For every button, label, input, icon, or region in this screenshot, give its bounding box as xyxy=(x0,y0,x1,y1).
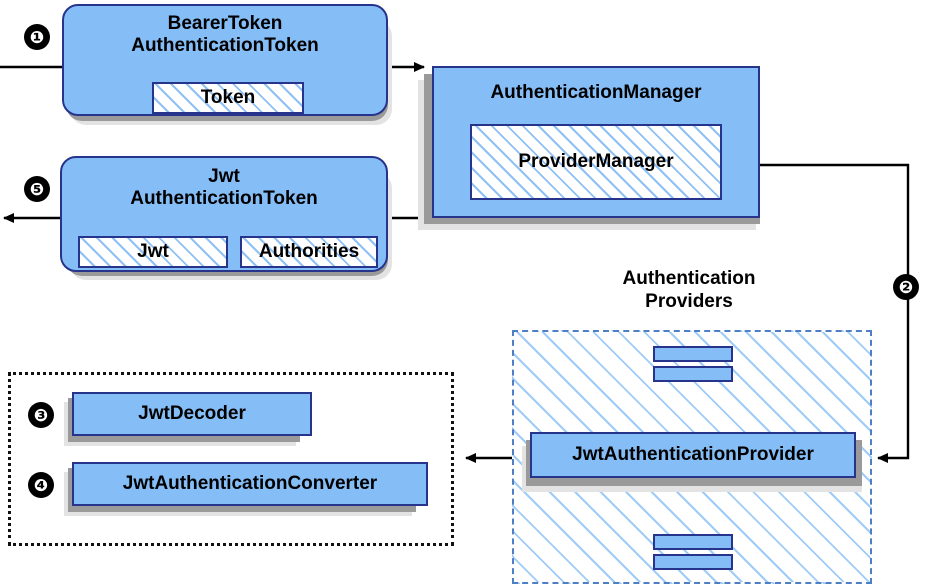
jwt-token-title: Jwt AuthenticationToken xyxy=(130,166,318,209)
auth-manager-title: AuthenticationManager xyxy=(490,82,702,103)
jwt-token-inner-authorities-label: Authorities xyxy=(258,241,360,262)
bearer-token-inner-token-label: Token xyxy=(200,87,256,108)
jwt-decoder-title: JwtDecoder xyxy=(138,403,246,425)
step-badge-2: ❷ xyxy=(893,274,919,300)
container-jwt-support xyxy=(8,372,454,546)
step-badge-3: ❸ xyxy=(28,402,54,428)
jwt-token-inner-jwt-label: Jwt xyxy=(137,241,169,262)
jwt-provider-title: JwtAuthenticationProvider xyxy=(572,444,814,466)
auth-manager-inner-provider-manager-box[interactable]: ProviderManager xyxy=(470,124,722,200)
step-badge-4-label: ❹ xyxy=(33,475,49,495)
step-badge-4: ❹ xyxy=(28,472,54,498)
jwt-converter-title: JwtAuthenticationConverter xyxy=(122,473,378,495)
auth-manager-inner-provider-manager-label: ProviderManager xyxy=(518,151,674,172)
provider-bar-top-1 xyxy=(653,346,733,362)
node-authentication-manager[interactable]: AuthenticationManager ProviderManager xyxy=(432,66,760,218)
step-badge-3-label: ❸ xyxy=(33,405,49,425)
step-badge-1: ❶ xyxy=(24,24,50,50)
provider-bar-bottom-1 xyxy=(653,534,733,550)
node-jwt-authentication-token[interactable]: Jwt AuthenticationToken Jwt Authorities xyxy=(60,156,388,272)
node-bearer-token-authentication-token[interactable]: BearerToken AuthenticationToken Token xyxy=(62,4,388,116)
jwt-token-inner-jwt-box[interactable]: Jwt xyxy=(78,236,228,268)
provider-bar-bottom-2 xyxy=(653,554,733,570)
step-badge-1-label: ❶ xyxy=(29,27,45,47)
step-badge-2-label: ❷ xyxy=(898,277,914,297)
node-jwt-decoder[interactable]: JwtDecoder xyxy=(72,392,312,436)
node-jwt-authentication-provider[interactable]: JwtAuthenticationProvider xyxy=(530,432,856,478)
step-badge-5: ❺ xyxy=(24,176,50,202)
jwt-token-inner-authorities-box[interactable]: Authorities xyxy=(240,236,378,268)
authentication-providers-label: Authentication Providers xyxy=(622,268,756,312)
provider-bar-top-2 xyxy=(653,366,733,382)
bearer-token-inner-token-box[interactable]: Token xyxy=(152,82,304,114)
bearer-token-title: BearerToken AuthenticationToken xyxy=(131,13,319,56)
node-jwt-authentication-converter[interactable]: JwtAuthenticationConverter xyxy=(72,462,428,506)
step-badge-5-label: ❺ xyxy=(29,179,45,199)
